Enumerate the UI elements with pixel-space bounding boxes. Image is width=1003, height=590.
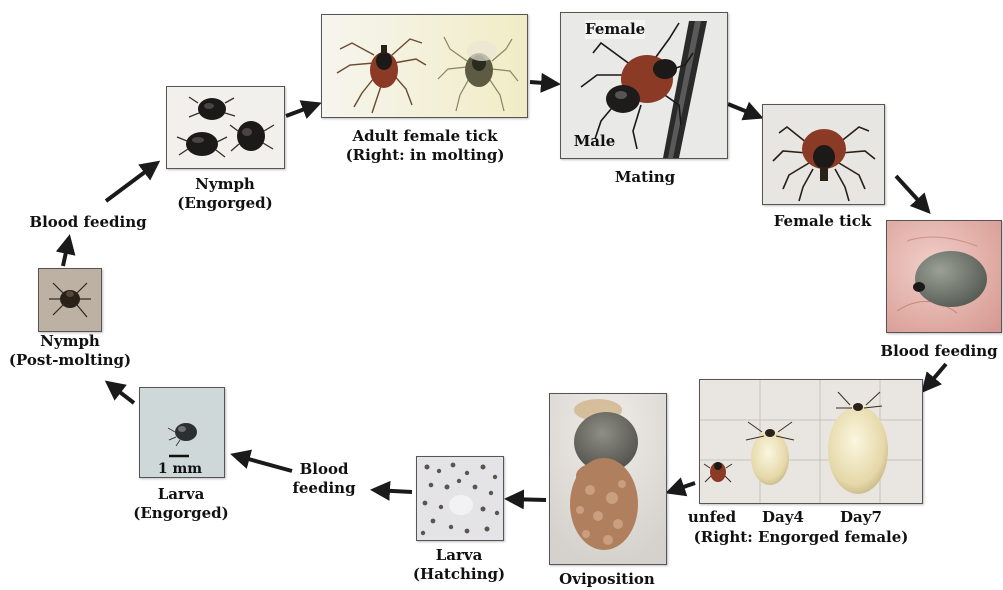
blood-feeding-left-label: Blood feeding [22,213,154,232]
arrow-feeding-to-nymph [106,163,157,201]
oviposition-label: Oviposition [546,570,668,589]
blood-feeding-photo [886,220,1002,333]
blood-feeding-bottom-line2: feeding [286,479,362,498]
arrow-postmolting-to-feeding [63,238,69,266]
larva-engorged-label: Larva (Engorged) [128,485,234,523]
nymph-post-molting-photo [38,268,102,332]
adult-female-subtitle: (Right: in molting) [330,146,520,165]
arrow-oviposition-to-hatching [508,499,546,500]
arrow-engorged-to-oviposition [669,483,695,492]
nymph-engorged-title: Nymph [170,175,280,194]
nymph-engorged-label: Nymph (Engorged) [170,175,280,213]
mating-female-tag: Female [585,20,645,39]
adult-female-title: Adult female tick [330,127,520,146]
engorgement-series-photo [699,379,923,504]
blood-feeding-bottom-label: Blood feeding [286,460,362,498]
larva-hatching-title: Larva [400,546,518,565]
female-tick-photo [762,104,885,205]
arrow-feeding-to-engorged [924,364,946,390]
larva-hatching-subtitle: (Hatching) [400,565,518,584]
nymph-post-molting-label: Nymph (Post-molting) [5,332,135,370]
adult-female-photo [321,14,528,118]
engorgement-day4-label: Day4 [755,508,811,527]
arrow-feeding-to-larva [234,455,292,471]
engorgement-unfed-label: unfed [684,508,740,527]
female-tick-label: Female tick [765,212,880,231]
nymph-post-molting-title: Nymph [5,332,135,351]
arrow-larva-to-postmolting [108,383,134,403]
arrow-mating-to-female [728,104,760,117]
larva-hatching-label: Larva (Hatching) [400,546,518,584]
mating-title: Mating [605,168,685,187]
arrow-female-to-feeding [896,176,928,211]
female-tick-title: Female tick [765,212,880,231]
larva-engorged-subtitle: (Engorged) [128,504,234,523]
mating-male-tag: Male [572,132,617,151]
larva-hatching-photo [416,456,504,541]
blood-feeding-right-title: Blood feeding [878,342,1000,361]
nymph-post-molting-subtitle: (Post-molting) [5,351,135,370]
blood-feeding-bottom-line1: Blood [286,460,362,479]
larva-scale-label: 1 mm [150,460,210,479]
nymph-engorged-photo [166,86,285,169]
arrow-adult-to-mating [530,82,557,84]
mating-label: Mating [605,168,685,187]
oviposition-photo [549,393,667,565]
nymph-engorged-subtitle: (Engorged) [170,194,280,213]
arrow-hatching-to-feeding [374,490,412,492]
blood-feeding-right-label: Blood feeding [878,342,1000,361]
oviposition-title: Oviposition [546,570,668,589]
engorgement-day7-label: Day7 [833,508,889,527]
arrow-nymph-to-adult [286,104,318,116]
larva-engorged-title: Larva [128,485,234,504]
blood-feeding-left-title: Blood feeding [22,213,154,232]
engorgement-subtitle: (Right: Engorged female) [686,528,916,547]
adult-female-label: Adult female tick (Right: in molting) [330,127,520,165]
